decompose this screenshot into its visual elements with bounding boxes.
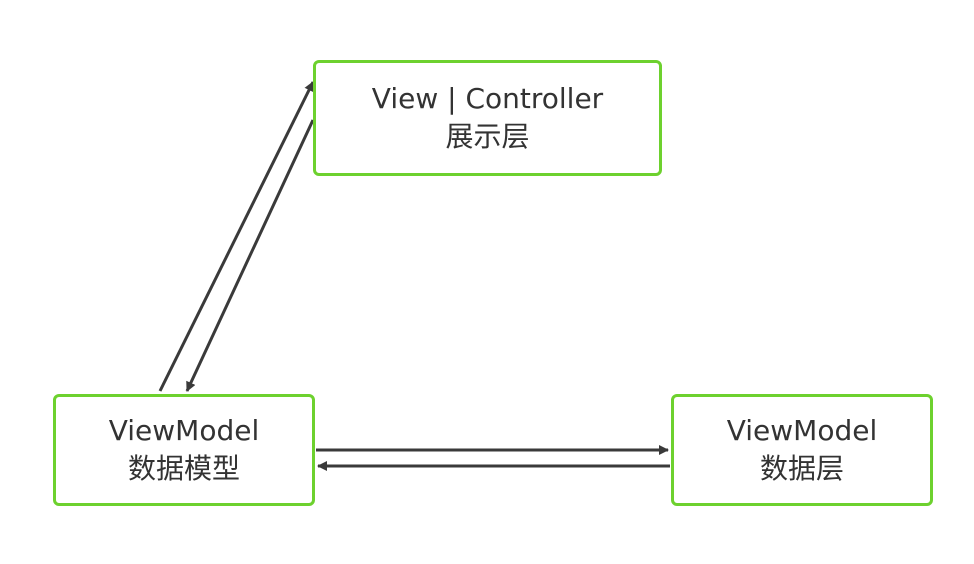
node-viewmodel-data-model-title: ViewModel xyxy=(108,414,260,447)
arrow-view-to-data-model xyxy=(185,119,315,392)
node-viewmodel-data-layer-title: ViewModel xyxy=(726,414,878,447)
node-viewmodel-data-model: ViewModel 数据模型 xyxy=(53,394,315,506)
node-view-controller-subtitle: 展示层 xyxy=(445,120,530,153)
node-viewmodel-data-model-subtitle: 数据模型 xyxy=(127,452,240,485)
node-view-controller-title: View | Controller xyxy=(371,82,604,115)
node-viewmodel-data-layer: ViewModel 数据层 xyxy=(671,394,933,506)
edges-layer xyxy=(158,81,670,471)
node-viewmodel-data-layer-subtitle: 数据层 xyxy=(759,452,844,485)
node-view-controller: View | Controller 展示层 xyxy=(313,60,662,176)
arrow-data-model-to-view xyxy=(158,81,315,392)
